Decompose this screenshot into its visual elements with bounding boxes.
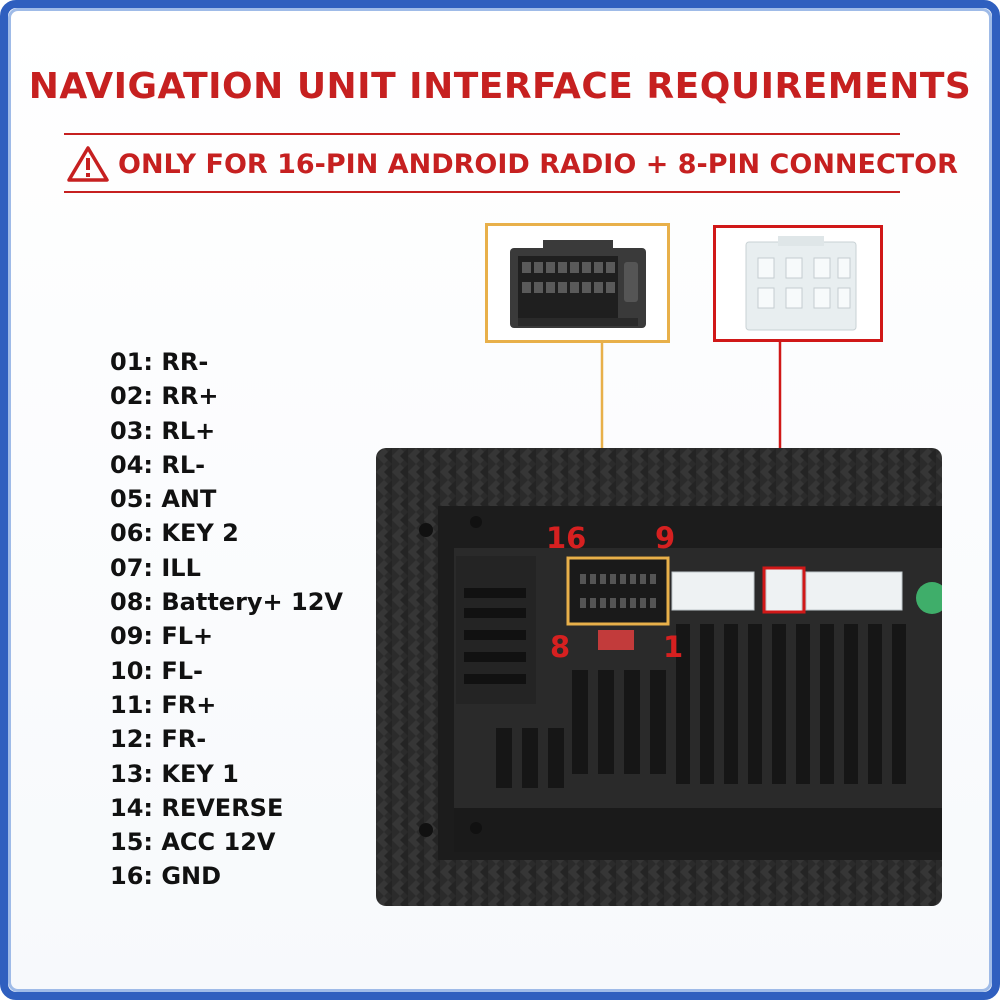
pin-item: 14: REVERSE	[110, 793, 284, 822]
warning-triangle-icon	[67, 146, 109, 182]
callout-16pin-connector	[485, 223, 670, 343]
pin-item: 11: FR+	[110, 690, 217, 719]
pin-item: 03: RL+	[110, 416, 216, 445]
radio-back-panel	[376, 448, 942, 906]
pin-item: 16: GND	[110, 862, 222, 891]
pin-item: 01: RR-	[110, 348, 209, 376]
pin-item: 08: Battery+ 12V	[110, 588, 343, 617]
callout-8pin-connector	[713, 225, 883, 342]
connector-8pin-image	[745, 236, 857, 331]
divider-top	[64, 133, 900, 135]
pin-item: 15: ACC 12V	[110, 828, 276, 857]
highlight-8pin-socket	[762, 566, 806, 614]
pin-item: 06: KEY 2	[110, 519, 239, 548]
pin-list: 01: RR- 02: RR+ 03: RL+ 04: RL- 05: ANT …	[110, 345, 343, 894]
pin-item: 10: FL-	[110, 656, 203, 685]
pin-item: 07: ILL	[110, 553, 201, 582]
subtitle-row: ONLY FOR 16-PIN ANDROID RADIO + 8-PIN CO…	[66, 144, 958, 184]
page-title: NAVIGATION UNIT INTERFACE REQUIREMENTS	[28, 66, 972, 107]
pin-number-label: 16	[546, 521, 587, 555]
divider-bottom	[64, 191, 900, 193]
pin-item: 09: FL+	[110, 622, 214, 651]
pin-item: 05: ANT	[110, 485, 217, 514]
pin-item: 04: RL-	[110, 450, 206, 479]
pin-item: 13: KEY 1	[110, 759, 239, 788]
pin-item: 02: RR+	[110, 382, 219, 411]
pin-number-label: 1	[663, 630, 684, 664]
pin-item: 12: FR-	[110, 725, 207, 754]
pin-number-label: 9	[655, 521, 676, 555]
pin-number-label: 8	[550, 630, 571, 664]
subtitle: ONLY FOR 16-PIN ANDROID RADIO + 8-PIN CO…	[118, 148, 958, 180]
highlight-16pin-socket	[566, 556, 670, 626]
connector-16pin-image	[510, 240, 646, 328]
